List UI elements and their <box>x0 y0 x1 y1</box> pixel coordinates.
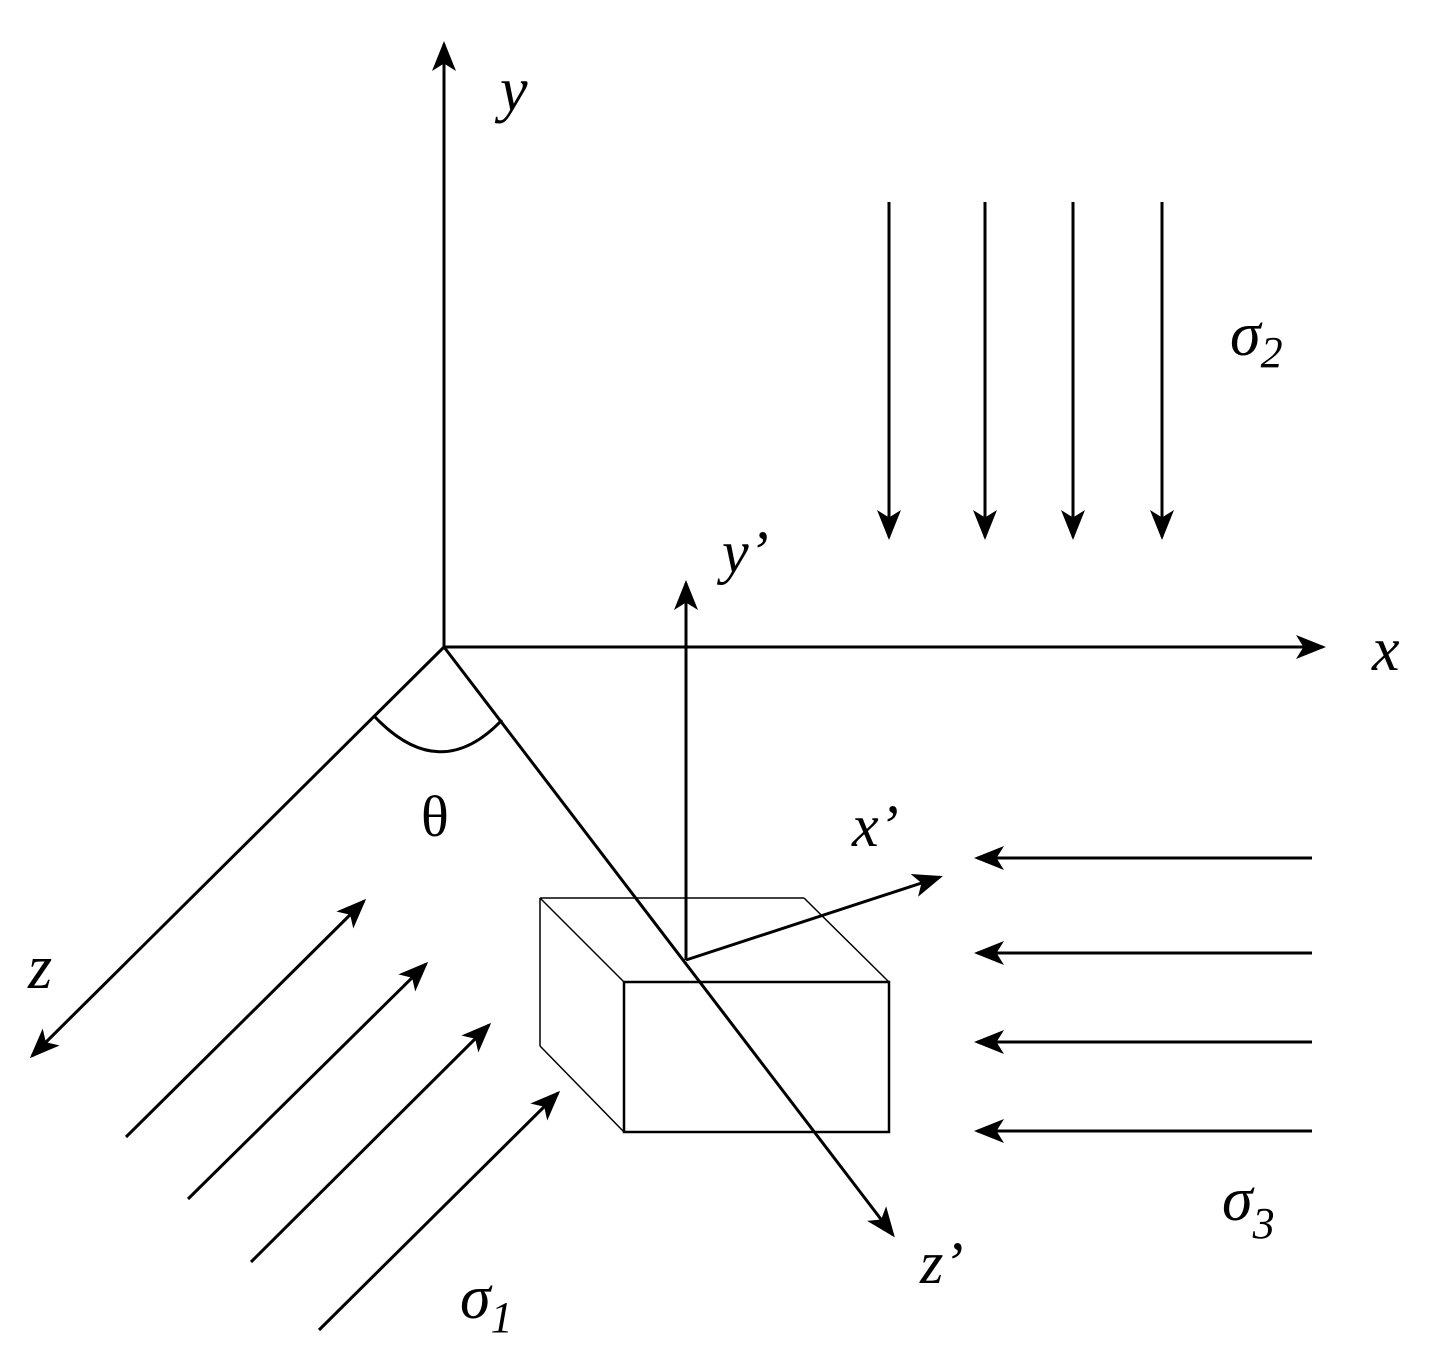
x-prime-axis-label: x’ <box>851 793 899 859</box>
y-prime-axis-label: y’ <box>716 519 769 585</box>
z-prime-axis <box>442 646 895 1238</box>
sigma1-subscript: 1 <box>491 1293 513 1342</box>
sigma1-arrow <box>186 961 429 1201</box>
sigma2-arrows <box>877 202 1174 540</box>
theta-label: θ <box>421 784 449 849</box>
box-front-face <box>622 980 891 1134</box>
sigma2-label: σ2 <box>1230 301 1283 377</box>
sigma1-arrow <box>317 1090 561 1332</box>
local-axes <box>674 580 943 962</box>
sigma3-symbol: σ <box>1222 1166 1255 1234</box>
sigma1-arrows <box>124 898 561 1332</box>
box-edge-bottom-left <box>539 1045 625 1133</box>
sigma1-label: σ1 <box>460 1264 513 1342</box>
sigma3-arrows <box>974 846 1312 1143</box>
z-prime-axis-label: z’ <box>919 1230 963 1296</box>
global-axes <box>29 41 1326 1238</box>
z-axis-label: z <box>27 934 52 1002</box>
box-edge-top-left <box>539 897 625 983</box>
element-box <box>539 897 891 1134</box>
sigma1-arrow <box>249 1022 492 1264</box>
sigma1-arrow <box>124 898 367 1139</box>
x-prime-axis <box>685 873 943 962</box>
sigma3-subscript: 3 <box>1252 1199 1275 1248</box>
sigma1-symbol: σ <box>460 1264 493 1332</box>
z-axis <box>29 645 446 1059</box>
sigma2-symbol: σ <box>1230 301 1263 369</box>
x-axis-label: x <box>1371 616 1400 684</box>
theta-arc <box>373 715 504 754</box>
sigma3-label: σ3 <box>1222 1166 1275 1248</box>
y-axis-label: y <box>494 56 528 124</box>
box-edge-top-right <box>803 897 890 983</box>
sigma2-subscript: 2 <box>1261 328 1283 377</box>
